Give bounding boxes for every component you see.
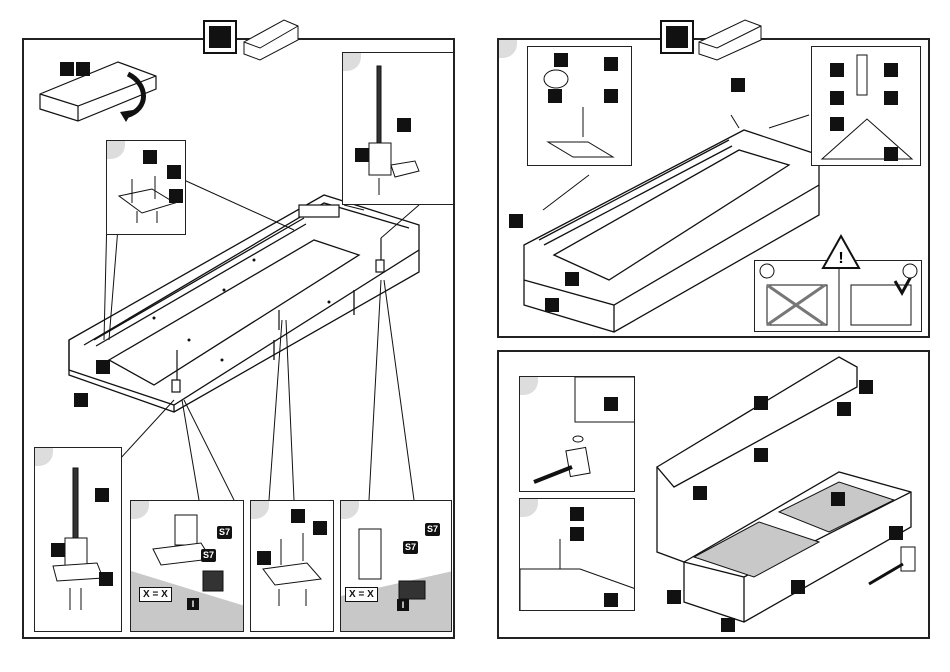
step-marker [169, 189, 183, 203]
screw-tag: S7 [425, 523, 440, 536]
step-marker [830, 91, 844, 105]
step-marker [754, 448, 768, 462]
step-marker [565, 272, 579, 286]
equal-distance-label: X = X [345, 587, 378, 602]
step-marker [731, 78, 745, 92]
detail-inset-plate-top [527, 46, 632, 166]
step-marker [791, 580, 805, 594]
step-marker [167, 165, 181, 179]
step-marker [548, 89, 562, 103]
step-marker [554, 53, 568, 67]
step-marker [74, 393, 88, 407]
step-marker [76, 62, 90, 76]
screw-tag: S7 [403, 541, 418, 554]
step-marker [99, 572, 113, 586]
step-marker [291, 509, 305, 523]
step-marker [667, 590, 681, 604]
step-marker [545, 298, 559, 312]
happy-face-icon [903, 264, 917, 278]
svg-text:!: ! [838, 250, 843, 267]
right-top-instruction-panel: ! [497, 38, 930, 338]
step-marker [60, 62, 74, 76]
right-bottom-instruction-panel [497, 350, 930, 639]
step-marker [830, 63, 844, 77]
detail-inset-bottom-4: S7 S7 X = X I [340, 500, 452, 632]
step-marker [355, 148, 369, 162]
step-marker [313, 521, 327, 535]
warning-triangle-icon: ! [821, 234, 861, 270]
detail-inset-bottom-2: S7 S7 X = X I [130, 500, 244, 632]
step-marker [754, 396, 768, 410]
header-step-marker [203, 20, 237, 54]
correct-vs-incorrect-inset [754, 260, 922, 332]
step-marker [257, 551, 271, 565]
left-instruction-panel: S7 S7 X = X I S7 S7 X = X I [22, 38, 455, 639]
step-marker [51, 543, 65, 557]
marker-letter: I [187, 598, 199, 610]
step-marker [831, 492, 845, 506]
step-marker [604, 57, 618, 71]
hammer-icon [869, 547, 915, 584]
step-marker [830, 117, 844, 131]
step-marker [884, 147, 898, 161]
step-marker [397, 118, 411, 132]
step-marker [95, 488, 109, 502]
detail-inset-leg-bolt [342, 52, 454, 205]
detail-inset-corner-plate [106, 140, 186, 235]
sofa-thumbnail [240, 12, 300, 62]
screw-tag: S7 [217, 526, 232, 539]
step-marker [721, 618, 735, 632]
step-marker [509, 214, 523, 228]
step-marker [143, 150, 157, 164]
step-marker [96, 360, 110, 374]
sofa-flip-graphic [38, 54, 158, 124]
step-marker [693, 486, 707, 500]
sofa-thumbnail [695, 12, 765, 62]
sofa-assembled-drawing [499, 352, 932, 641]
sad-face-icon [760, 264, 774, 278]
header-step-marker [660, 20, 694, 54]
detail-inset-bottom-3 [250, 500, 334, 632]
step-marker [837, 402, 851, 416]
step-marker [884, 91, 898, 105]
detail-inset-bottom-1 [34, 447, 122, 632]
marker-letter: I [397, 599, 409, 611]
equal-distance-label: X = X [139, 587, 172, 602]
step-marker [859, 380, 873, 394]
detail-inset-triangle-plate [811, 46, 921, 166]
step-marker [884, 63, 898, 77]
screw-tag: S7 [201, 549, 216, 562]
step-marker [604, 89, 618, 103]
step-marker [889, 526, 903, 540]
